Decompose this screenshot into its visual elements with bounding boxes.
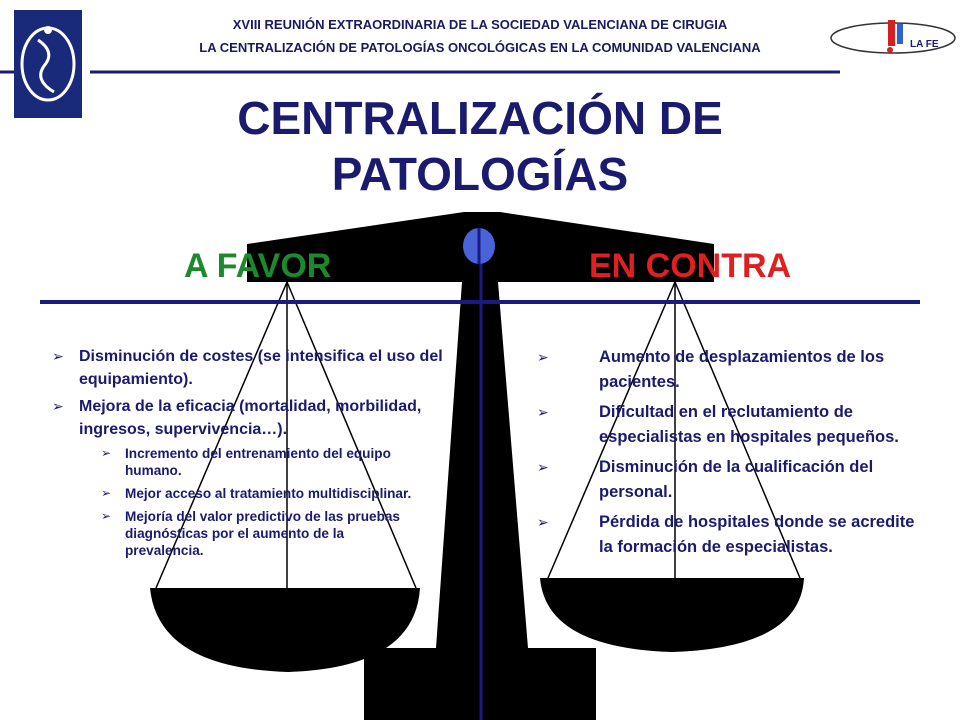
left-scale-pan xyxy=(150,588,420,672)
right-scale-pan xyxy=(540,578,804,652)
society-emblem-icon xyxy=(14,10,82,118)
list-item: ➢Disminución de costes (se intensifica e… xyxy=(52,345,464,391)
slide-title-line2: PATOLOGÍAS xyxy=(331,148,629,200)
arrow-right-icon: ➢ xyxy=(537,514,549,530)
conference-subtitle: LA CENTRALIZACIÓN DE PATOLOGÍAS ONCOLÓGI… xyxy=(199,40,761,55)
list-item: ➢Disminución de la cualificación del per… xyxy=(537,455,927,505)
la-fe-hospital-logo xyxy=(830,20,956,54)
sub-list-item: ➢Incremento del entrenamiento del equipo… xyxy=(101,446,391,478)
list-item: ➢Pérdida de hospitales donde se acredite… xyxy=(537,510,927,560)
arrow-right-icon: ➢ xyxy=(537,459,549,475)
sub-list-item: ➢Mejor acceso al tratamiento multidiscip… xyxy=(101,486,412,501)
sub-list-item: ➢Mejoría del valor predictivo de las pru… xyxy=(101,509,400,558)
la-fe-logo-text: LA FE xyxy=(910,39,939,50)
contra-heading: EN CONTRA xyxy=(589,247,792,285)
list-item: ➢Mejora de la eficacia (mortalidad, morb… xyxy=(52,395,464,559)
list-item: ➢Dificultad en el reclutamiento de espec… xyxy=(537,400,927,450)
arrow-right-icon: ➢ xyxy=(101,486,112,500)
contra-list: ➢Aumento de desplazamientos de los pacie… xyxy=(537,345,927,565)
arrow-right-icon: ➢ xyxy=(52,348,64,364)
slide-title: CENTRALIZACIÓN DE PATOLOGÍAS xyxy=(0,90,960,202)
favor-heading: A FAVOR xyxy=(184,247,332,285)
left-pan-strings xyxy=(155,281,417,589)
arrow-right-icon: ➢ xyxy=(537,404,549,420)
slide-title-line1: CENTRALIZACIÓN DE xyxy=(237,92,723,144)
arrow-right-icon: ➢ xyxy=(52,398,64,414)
arrow-right-icon: ➢ xyxy=(537,349,549,365)
arrow-right-icon: ➢ xyxy=(101,509,112,523)
list-item: ➢Aumento de desplazamientos de los pacie… xyxy=(537,345,927,395)
right-pan-strings xyxy=(547,281,801,579)
conference-title: XVIII REUNIÓN EXTRAORDINARIA DE LA SOCIE… xyxy=(232,17,728,32)
favor-list: ➢Disminución de costes (se intensifica e… xyxy=(52,345,464,565)
arrow-right-icon: ➢ xyxy=(101,446,112,460)
